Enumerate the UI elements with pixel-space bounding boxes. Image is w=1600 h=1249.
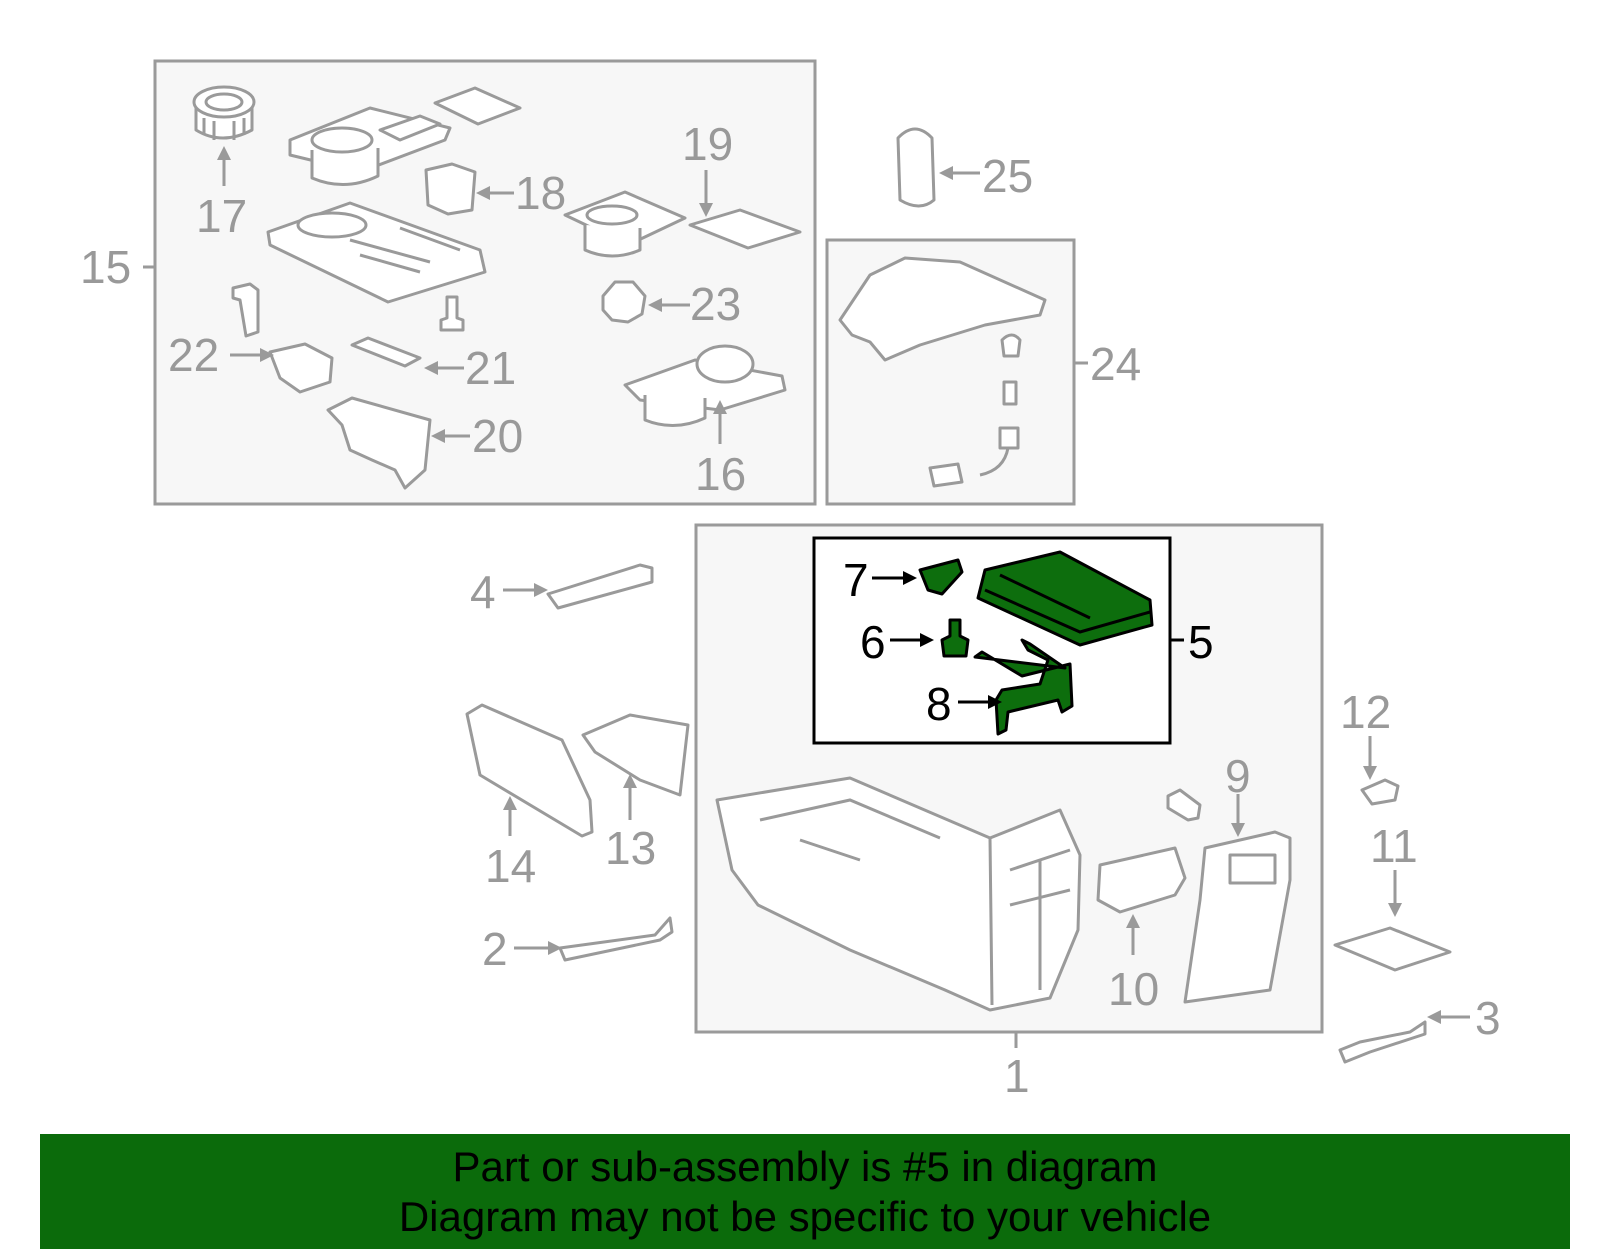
part-19-cupholder [563, 190, 687, 258]
part-2-trim [558, 916, 674, 962]
banner-line-2: Diagram may not be specific to your vehi… [398, 1192, 1212, 1240]
part-22-switch [268, 342, 334, 394]
part-7-clip [918, 558, 964, 596]
callout-19: 19 [682, 118, 733, 170]
callout-2: 2 [482, 923, 508, 975]
callout-16: 16 [695, 448, 746, 500]
callout-5: 5 [1188, 616, 1214, 668]
part-24-shifter [838, 256, 1047, 362]
callout-8: 8 [926, 678, 952, 730]
callout-1: 1 [1004, 1050, 1030, 1102]
leader-lines [143, 146, 1470, 1048]
callout-18: 18 [515, 167, 566, 219]
part-9-rear-bezel [1183, 830, 1292, 1004]
part-1-console [715, 776, 1082, 1012]
callout-21: 21 [465, 342, 516, 394]
callout-4: 4 [470, 566, 496, 618]
part-24-bulb-1 [1000, 333, 1022, 358]
callout-20: 20 [472, 410, 523, 462]
part-4-trim [546, 563, 654, 610]
leader-lines-highlight [872, 571, 1184, 709]
callout-6: 6 [860, 616, 886, 668]
part-18-clip [424, 162, 477, 216]
group-box-15 [153, 59, 817, 506]
part-3-clip [1338, 1020, 1427, 1064]
part-16-console-top [623, 344, 787, 427]
part-21-strip [350, 336, 422, 368]
part-6-bolt [940, 618, 970, 658]
callout-17: 17 [196, 190, 247, 242]
part-19-pad [688, 208, 802, 250]
callout-11: 11 [1370, 820, 1418, 872]
callout-7: 7 [843, 554, 869, 606]
part-10-tray [1096, 846, 1187, 914]
part-22-bracket [231, 282, 260, 338]
callout-22: 22 [168, 329, 219, 381]
part-20-bracket [326, 396, 432, 490]
part-5-armrest [976, 550, 1154, 647]
part-tray-top [288, 106, 452, 187]
part-12-clip [1360, 778, 1400, 806]
part-8-hinge [973, 638, 1074, 736]
part-11-pad [1333, 926, 1452, 972]
part-10-clip [1166, 788, 1202, 822]
part-pad-small [433, 86, 522, 126]
callout-9: 9 [1225, 750, 1251, 802]
part-bezel-large [266, 201, 487, 304]
part-14-panel [465, 703, 594, 838]
part-17-knob [192, 85, 256, 140]
part-25-shift-knob [896, 127, 936, 208]
callout-12: 12 [1340, 686, 1391, 738]
banner-line-1: Part or sub-assembly is #5 in diagram [452, 1142, 1158, 1190]
callout-10: 10 [1108, 963, 1159, 1015]
callout-24: 24 [1090, 338, 1141, 390]
callout-14: 14 [485, 840, 536, 892]
part-24-harness [928, 426, 1020, 488]
part-13-vent [581, 713, 690, 797]
part-24-bulb-2 [1002, 380, 1018, 406]
info-banner: Part or sub-assembly is #5 in diagram Di… [40, 1134, 1570, 1249]
callout-23: 23 [690, 278, 741, 330]
part-23-cap [601, 280, 647, 324]
part-bolt [439, 295, 465, 332]
callout-3: 3 [1475, 992, 1501, 1044]
callout-15: 15 [80, 241, 131, 293]
callout-25: 25 [982, 150, 1033, 202]
callout-13: 13 [605, 822, 656, 874]
